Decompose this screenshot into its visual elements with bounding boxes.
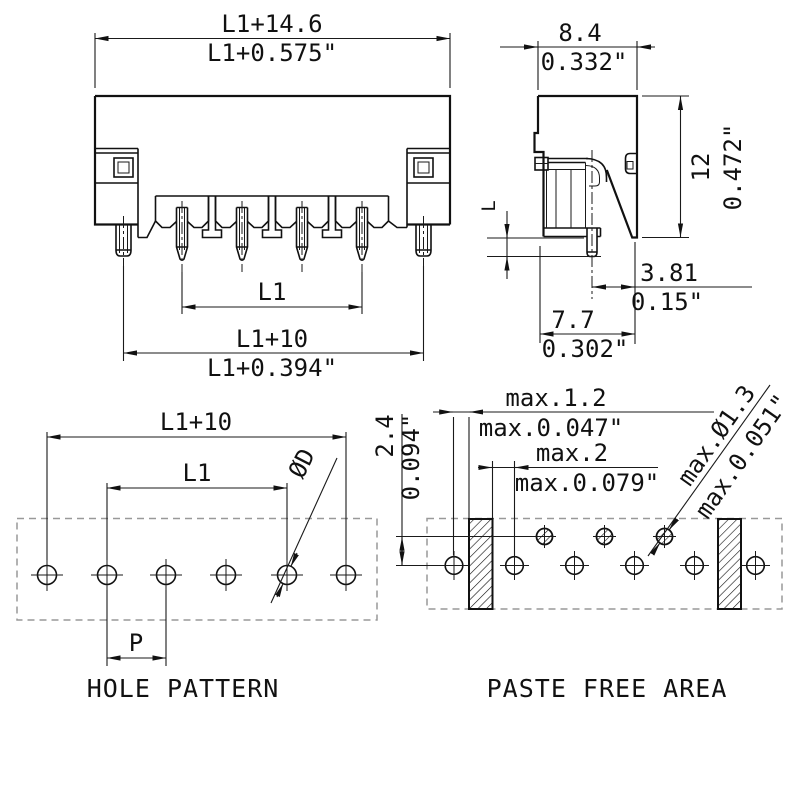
side-view-body xyxy=(533,94,639,299)
dim-side-depth-inch: 0.302" xyxy=(542,335,629,363)
dim-front-overall-mm: L1+14.6 xyxy=(221,10,322,38)
front-view-dimensions: L1+14.6 L1+0.575" L1 L1+10 L1+0.394" xyxy=(94,10,451,382)
flange-square-hole-left xyxy=(113,157,134,178)
stencil-outline-dashed xyxy=(426,517,783,610)
dim-hp-l1: L1 xyxy=(183,459,212,487)
channel-notches xyxy=(201,196,343,239)
dim-side-width-mm: 8.4 xyxy=(558,19,601,47)
dim-pf-margin1-mm: max.1.2 xyxy=(505,384,606,412)
via-hatched xyxy=(533,525,556,548)
dim-hp-hole-dia: ØD xyxy=(283,444,321,482)
dim-hp-pitch: P xyxy=(129,629,143,657)
dim-side-pin-offset-inch: 0.15" xyxy=(631,288,703,316)
hole-pattern-title: HOLE PATTERN xyxy=(87,674,280,703)
side-view-dimensions: 8.4 0.332" 12 0.472" L 3.81 0.15" 7.7 0.… xyxy=(478,19,752,363)
paste-free-area-title: PASTE FREE AREA xyxy=(487,674,728,703)
via-hatched xyxy=(653,525,676,548)
hole xyxy=(91,559,123,591)
dim-front-l1: L1 xyxy=(258,278,287,306)
pad-hole xyxy=(560,551,589,580)
inner-pins xyxy=(175,201,369,272)
dim-hp-span-mm: L1+10 xyxy=(160,408,232,436)
dim-front-span-inch: L1+0.394" xyxy=(207,354,337,382)
paste-free-area-view: 2.4 0.094" max.1.2 max.0.047" max.2 max.… xyxy=(371,380,795,703)
dim-pf-row-offset-mm: 2.4 xyxy=(371,414,399,457)
pad-hole-row xyxy=(439,551,770,580)
outer-pin-left xyxy=(115,216,132,266)
socket-cells xyxy=(154,196,390,229)
hole xyxy=(31,559,63,591)
via-row xyxy=(533,525,676,548)
hole-pattern-view: L1+10 L1 P ØD HOLE PATTERN xyxy=(16,408,378,703)
dim-side-pin-length: L xyxy=(478,200,500,211)
outer-pin-right xyxy=(415,216,432,266)
hole xyxy=(150,559,182,591)
side-pin xyxy=(586,150,598,299)
pad-hole xyxy=(741,551,770,580)
pcb-outline-dashed xyxy=(16,517,378,621)
pad-hole xyxy=(620,551,649,580)
flange-square-hole-right xyxy=(413,157,434,178)
via-hatched xyxy=(593,525,616,548)
hole xyxy=(210,559,242,591)
dim-pf-margin2-inch: max.0.079" xyxy=(515,469,660,497)
dim-side-height-mm: 12 xyxy=(687,153,715,182)
hole xyxy=(330,559,362,591)
front-view: L1+14.6 L1+0.575" L1 L1+10 L1+0.394" xyxy=(93,10,452,382)
pad-hole xyxy=(500,551,529,580)
hole-pattern-dimensions: L1+10 L1 P ØD xyxy=(46,408,347,666)
hole xyxy=(271,559,303,591)
paste-free-bar-right xyxy=(717,518,742,610)
dim-side-pin-offset-mm: 3.81 xyxy=(640,259,698,287)
dim-pf-margin1-inch: max.0.047" xyxy=(479,414,624,442)
dim-pf-row-offset-inch: 0.094" xyxy=(397,414,425,501)
pad-hole xyxy=(439,551,469,580)
dim-side-height-inch: 0.472" xyxy=(719,124,747,211)
side-view: 8.4 0.332" 12 0.472" L 3.81 0.15" 7.7 0.… xyxy=(478,19,752,363)
front-view-body xyxy=(93,94,452,272)
pad-hole xyxy=(680,551,709,580)
dim-pf-margin2-mm: max.2 xyxy=(536,439,608,467)
dim-front-span-mm: L1+10 xyxy=(236,325,308,353)
dim-side-width-inch: 0.332" xyxy=(541,48,628,76)
dim-front-overall-inch: L1+0.575" xyxy=(207,39,337,67)
dim-side-depth-mm: 7.7 xyxy=(551,306,594,334)
paste-free-bar-left xyxy=(468,518,494,610)
hole-row xyxy=(31,559,362,591)
